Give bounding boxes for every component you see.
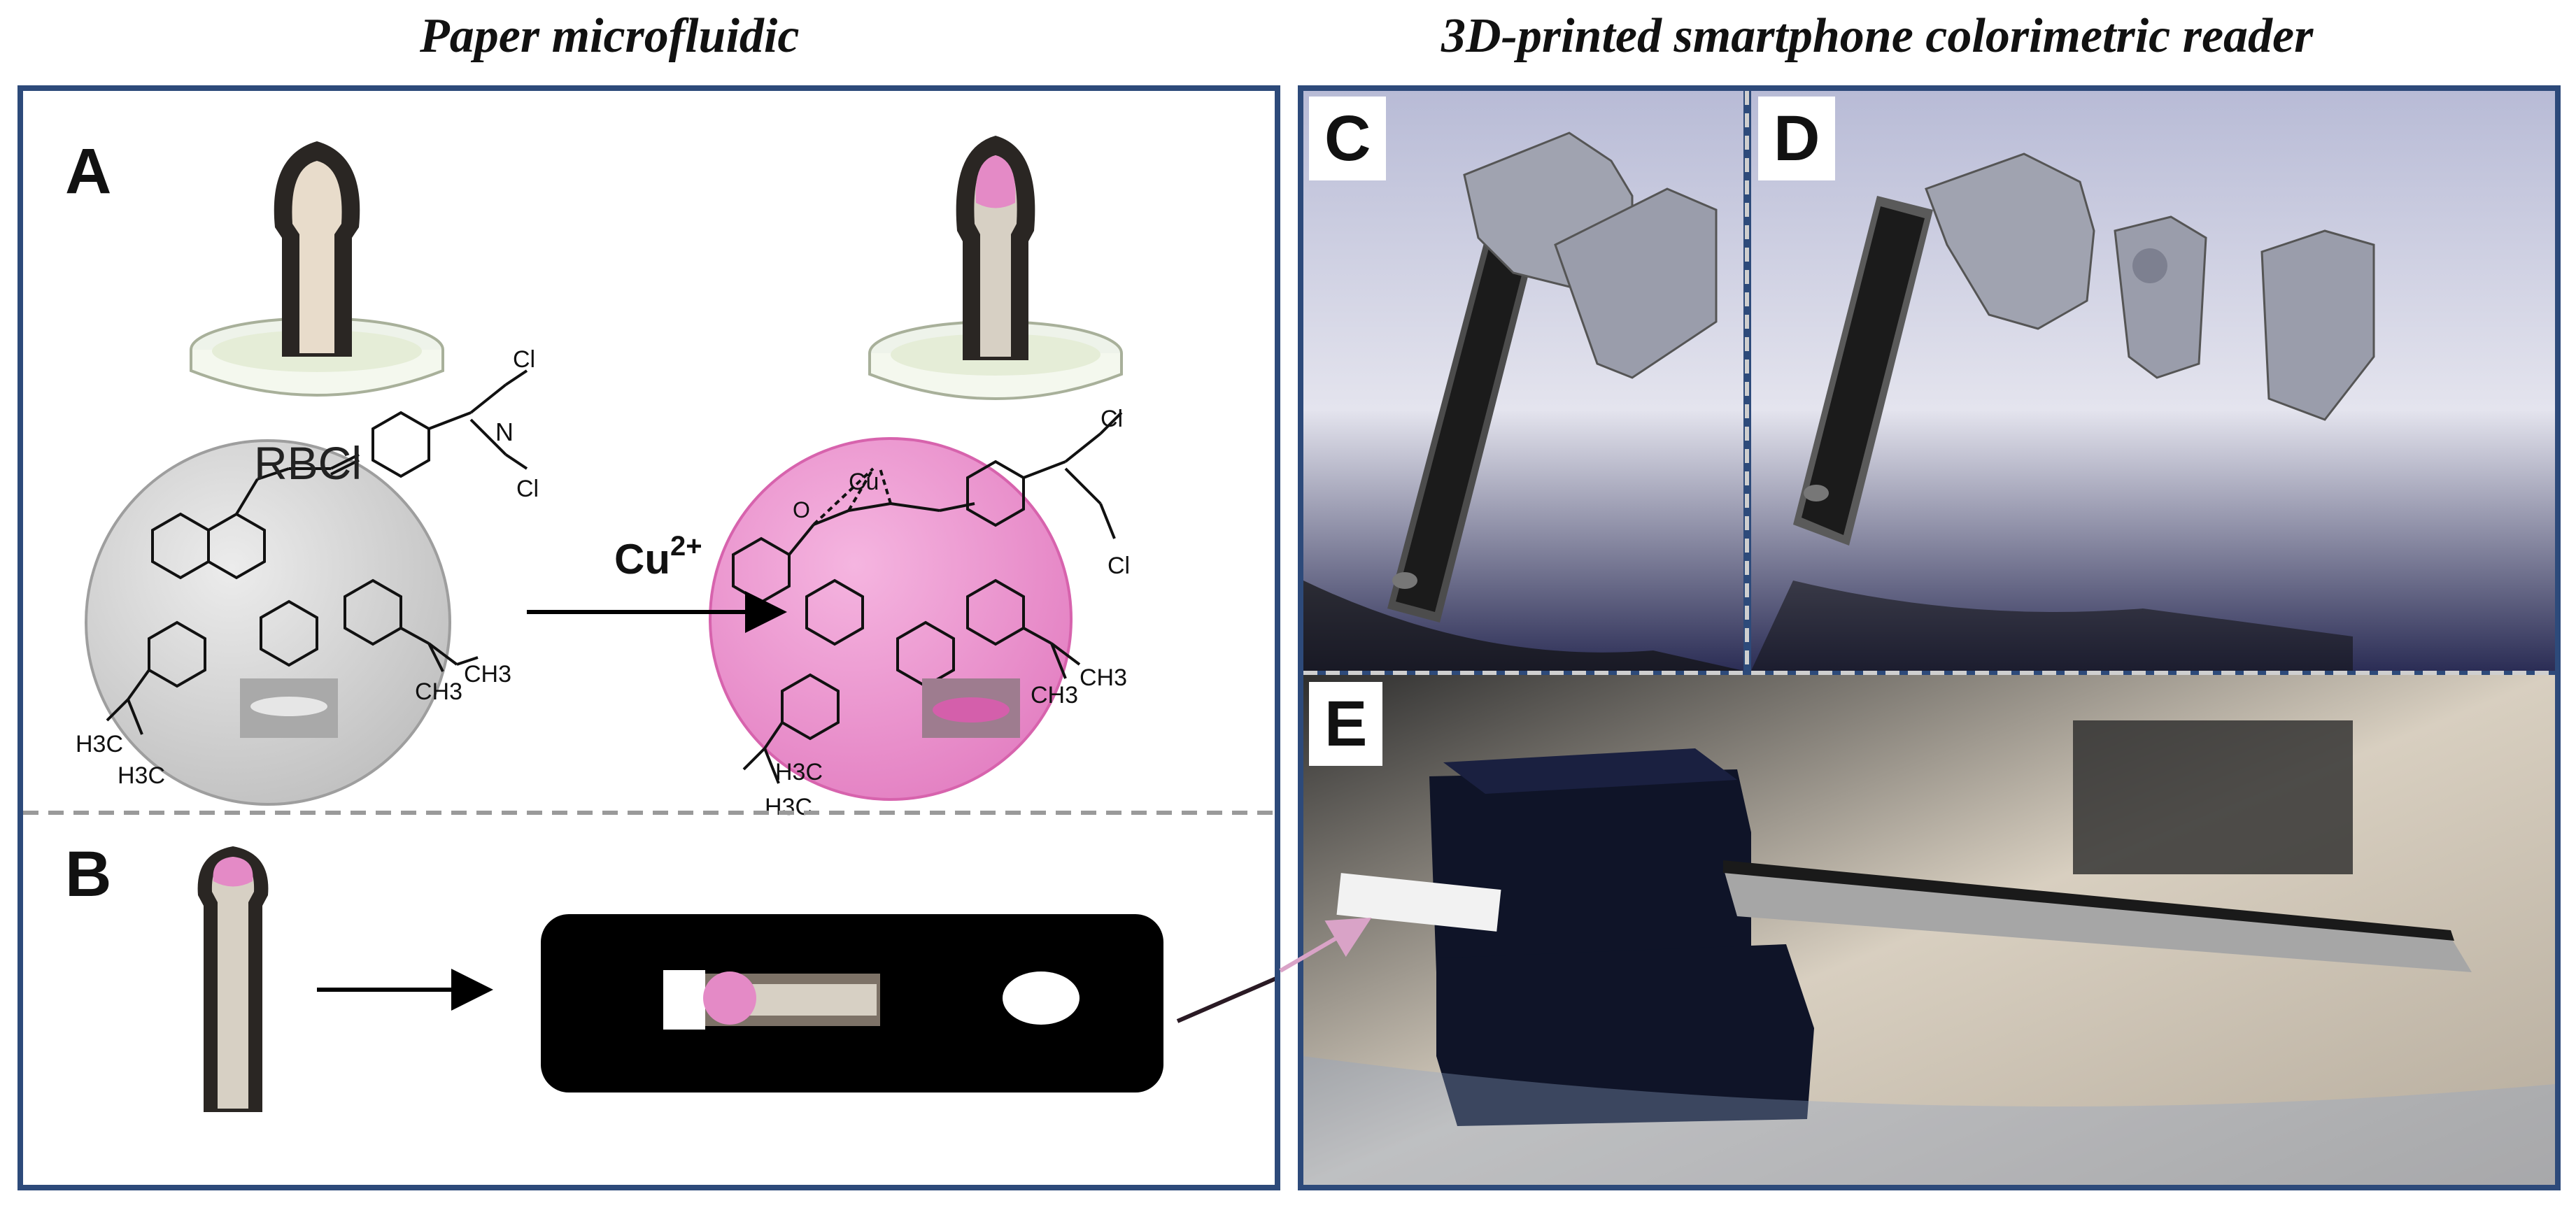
pink-strip: [197, 846, 269, 1112]
compound-label: RBCl: [254, 437, 362, 489]
complex-ch3-1: CH3: [1080, 664, 1127, 691]
paper-microfluidic-panel: RBCl N Cl Cl CH3 CH3 H3C H3C Cu O Cl Cl …: [17, 85, 1280, 1190]
strip-in-dish-before: [190, 141, 444, 397]
paper-microfluidic-diagram: RBCl N Cl Cl CH3 CH3 H3C H3C Cu O Cl Cl …: [23, 136, 1275, 1112]
rbcl-h3c-2: H3C: [118, 762, 165, 789]
pointer-line-left: [1176, 976, 1275, 1023]
rbcl-h3c-1: H3C: [76, 731, 123, 757]
right-section-title: 3D-printed smartphone colorimetric reade…: [1441, 9, 2314, 63]
smartphone-reader-illustration: [1303, 91, 2555, 1185]
photo-printed-reader-with-phone: [1303, 720, 2555, 1185]
rbcl-ch3-2: CH3: [415, 678, 462, 705]
reagent-label: Cu2+: [614, 531, 702, 583]
complex-h3c-2: H3C: [765, 794, 812, 820]
rbcl-ch3-1: CH3: [464, 661, 511, 688]
reader-cartridge: [541, 914, 1163, 1092]
reagent-charge: 2+: [670, 531, 702, 562]
panel-label-e: E: [1309, 682, 1383, 766]
small-dish-grey: [240, 678, 338, 738]
rbcl-cl-bottom: Cl: [516, 476, 539, 502]
complex-cu-atom: Cu: [849, 469, 879, 495]
rbcl-structure: [106, 369, 528, 735]
smartphone-reader-panel: C D E: [1298, 85, 2561, 1190]
rbcl-solution-circle: [85, 439, 451, 806]
rbcl-n-atom: N: [495, 418, 514, 446]
complex-cl-top: Cl: [1101, 406, 1123, 432]
cu-complex-solution-circle: [709, 437, 1073, 801]
complex-h3c-1: H3C: [775, 759, 823, 785]
exploded-phone-reader-parts: [1751, 152, 2375, 671]
assembled-phone-reader: [1303, 131, 1743, 671]
panel-label-d: D: [1758, 97, 1836, 180]
complex-ch3-2: CH3: [1031, 682, 1078, 709]
panel-label-c: C: [1309, 97, 1387, 180]
complex-o-atom: O: [793, 497, 810, 522]
rbcl-cl-top: Cl: [513, 346, 535, 373]
cu-complex-structure: [732, 411, 1123, 784]
strip-in-dish-after: [868, 136, 1123, 400]
complex-cl-bottom: Cl: [1107, 553, 1130, 579]
panel-label-b: B: [65, 839, 112, 910]
left-section-title: Paper microfluidic: [420, 9, 800, 63]
small-dish-pink: [922, 678, 1020, 738]
panel-label-a: A: [65, 136, 112, 207]
reagent-base: Cu: [614, 536, 670, 583]
